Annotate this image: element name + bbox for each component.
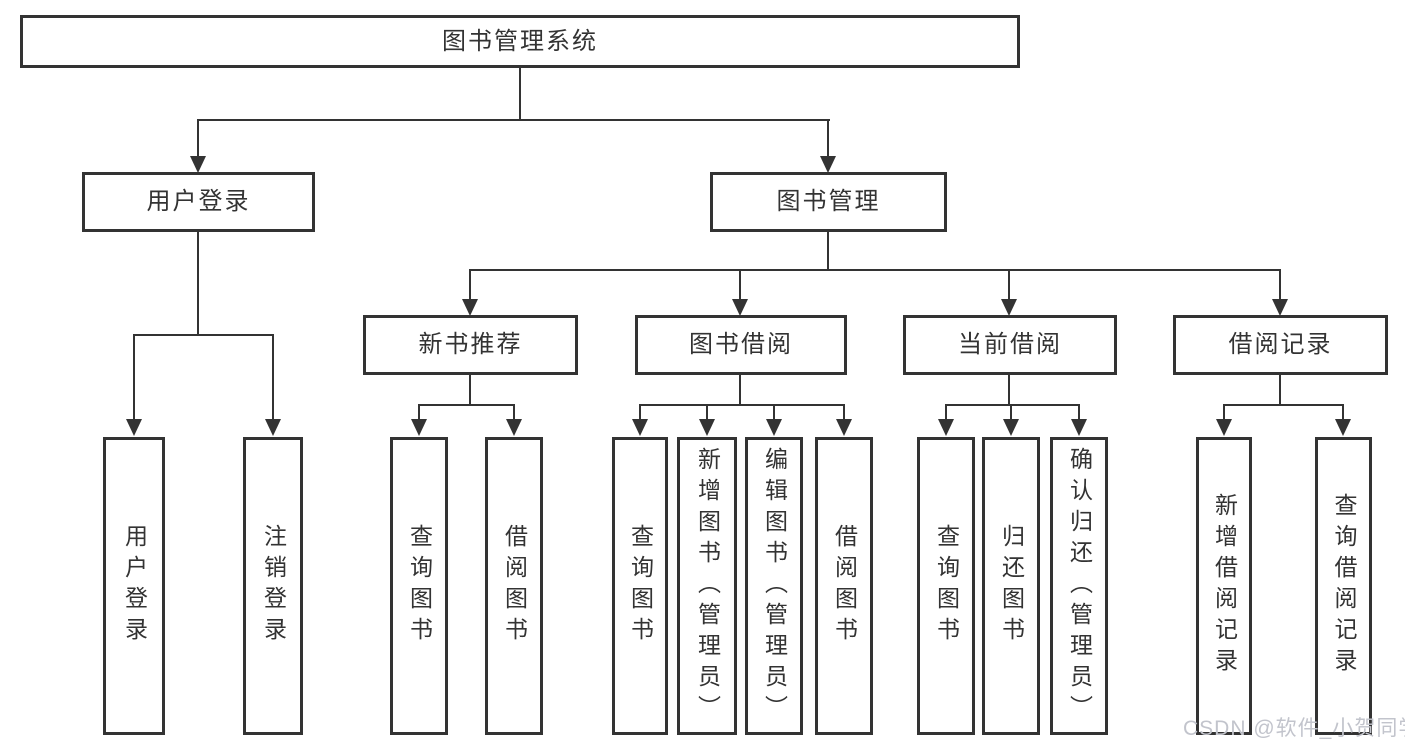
connector-user-login-drop-1 <box>133 334 135 420</box>
connector-nbr-stub <box>469 375 471 406</box>
arrowhead <box>1003 419 1019 436</box>
leaf-cb-return-books: 归还图书 <box>982 437 1040 735</box>
connector-bb-drop-4 <box>843 404 845 420</box>
connector-book-mgmt-drop-4 <box>1279 269 1281 300</box>
connector-cb-drop-3 <box>1078 404 1080 420</box>
leaf-cb-query-books: 查询图书 <box>917 437 975 735</box>
leaf-logout: 注销登录 <box>243 437 303 735</box>
leaf-bb-edit-books-admin: 编辑图书（管理员） <box>745 437 803 735</box>
connector-root-rail <box>197 119 830 121</box>
node-new-book-recommend: 新书推荐 <box>363 315 578 375</box>
leaf-cb-return-books-label: 归还图书 <box>998 524 1025 648</box>
connector-user-login-stub <box>197 232 199 336</box>
node-user-login-label: 用户登录 <box>146 188 251 215</box>
node-new-book-recommend-label: 新书推荐 <box>418 331 523 358</box>
arrowhead <box>938 419 954 436</box>
leaf-br-add-record: 新增借阅记录 <box>1196 437 1252 735</box>
connector-root-drop-right <box>827 119 829 157</box>
leaf-nbr-query-books: 查询图书 <box>390 437 448 735</box>
leaf-bb-query-books-label: 查询图书 <box>627 524 654 648</box>
connector-bb-drop-1 <box>639 404 641 420</box>
connector-user-login-rail <box>133 334 274 336</box>
node-library-system-label: 图书管理系统 <box>442 27 598 55</box>
leaf-br-query-record: 查询借阅记录 <box>1315 437 1372 735</box>
node-book-borrowing: 图书借阅 <box>635 315 847 375</box>
arrowhead <box>411 419 427 436</box>
node-book-management: 图书管理 <box>710 172 947 232</box>
connector-cb-stub <box>1008 375 1010 406</box>
arrowhead <box>1335 419 1351 436</box>
node-current-borrowing: 当前借阅 <box>903 315 1117 375</box>
connector-bb-stub <box>739 375 741 406</box>
leaf-nbr-borrow-books-label: 借阅图书 <box>501 524 528 648</box>
leaf-user-login-label: 用户登录 <box>121 524 148 648</box>
connector-nbr-rail <box>418 404 515 406</box>
node-user-login: 用户登录 <box>82 172 315 232</box>
connector-root-drop-left <box>197 119 199 157</box>
arrowhead <box>732 299 748 316</box>
leaf-bb-borrow-books-label: 借阅图书 <box>831 524 858 648</box>
arrowhead <box>836 419 852 436</box>
arrowhead <box>462 299 478 316</box>
leaf-bb-query-books: 查询图书 <box>612 437 668 735</box>
connector-book-mgmt-drop-2 <box>739 269 741 300</box>
arrowhead <box>1001 299 1017 316</box>
connector-root-stub <box>519 68 521 121</box>
connector-book-mgmt-rail <box>469 269 1281 271</box>
connector-br-stub <box>1279 375 1281 406</box>
leaf-cb-confirm-return-admin: 确认归还（管理员） <box>1050 437 1108 735</box>
connector-book-mgmt-stub <box>827 232 829 271</box>
node-current-borrowing-label: 当前借阅 <box>958 331 1062 358</box>
leaf-logout-label: 注销登录 <box>260 524 287 648</box>
connector-user-login-drop-2 <box>272 334 274 420</box>
connector-nbr-drop-2 <box>513 404 515 420</box>
node-borrowing-records-label: 借阅记录 <box>1228 331 1333 358</box>
connector-cb-drop-1 <box>945 404 947 420</box>
leaf-cb-query-books-label: 查询图书 <box>933 524 960 648</box>
leaf-br-query-record-label: 查询借阅记录 <box>1331 493 1357 679</box>
arrowhead <box>190 156 206 173</box>
arrowhead <box>506 419 522 436</box>
leaf-bb-borrow-books: 借阅图书 <box>815 437 873 735</box>
connector-nbr-drop-1 <box>418 404 420 420</box>
connector-br-drop-1 <box>1223 404 1225 420</box>
connector-br-rail <box>1223 404 1344 406</box>
connector-bb-drop-3 <box>773 404 775 420</box>
arrowhead <box>1216 419 1232 436</box>
leaf-br-add-record-label: 新增借阅记录 <box>1211 493 1238 679</box>
connector-br-drop-2 <box>1342 404 1344 420</box>
arrowhead <box>699 419 715 436</box>
leaf-cb-confirm-return-admin-label: 确认归还（管理员） <box>1066 446 1093 726</box>
connector-book-mgmt-drop-1 <box>469 269 471 300</box>
connector-cb-drop-2 <box>1010 404 1012 420</box>
arrowhead <box>1272 299 1288 316</box>
arrowhead <box>766 419 782 436</box>
leaf-nbr-borrow-books: 借阅图书 <box>485 437 543 735</box>
arrowhead <box>1071 419 1087 436</box>
arrowhead <box>126 419 142 436</box>
connector-book-mgmt-drop-3 <box>1008 269 1010 300</box>
leaf-bb-edit-books-admin-label: 编辑图书（管理员） <box>761 446 788 726</box>
leaf-bb-add-books-admin: 新增图书（管理员） <box>677 437 737 735</box>
leaf-nbr-query-books-label: 查询图书 <box>406 524 433 648</box>
arrowhead <box>265 419 281 436</box>
node-book-management-label: 图书管理 <box>776 188 881 215</box>
connector-bb-drop-2 <box>706 404 708 420</box>
arrowhead <box>632 419 648 436</box>
connector-bb-rail <box>639 404 845 406</box>
leaf-user-login: 用户登录 <box>103 437 165 735</box>
leaf-bb-add-books-admin-label: 新增图书（管理员） <box>694 446 721 726</box>
watermark-text: CSDN @软件_小贺同学 <box>1183 717 1405 740</box>
node-borrowing-records: 借阅记录 <box>1173 315 1388 375</box>
node-book-borrowing-label: 图书借阅 <box>689 331 793 358</box>
arrowhead <box>820 156 836 173</box>
node-library-system: 图书管理系统 <box>20 15 1020 68</box>
connector-cb-rail <box>945 404 1080 406</box>
